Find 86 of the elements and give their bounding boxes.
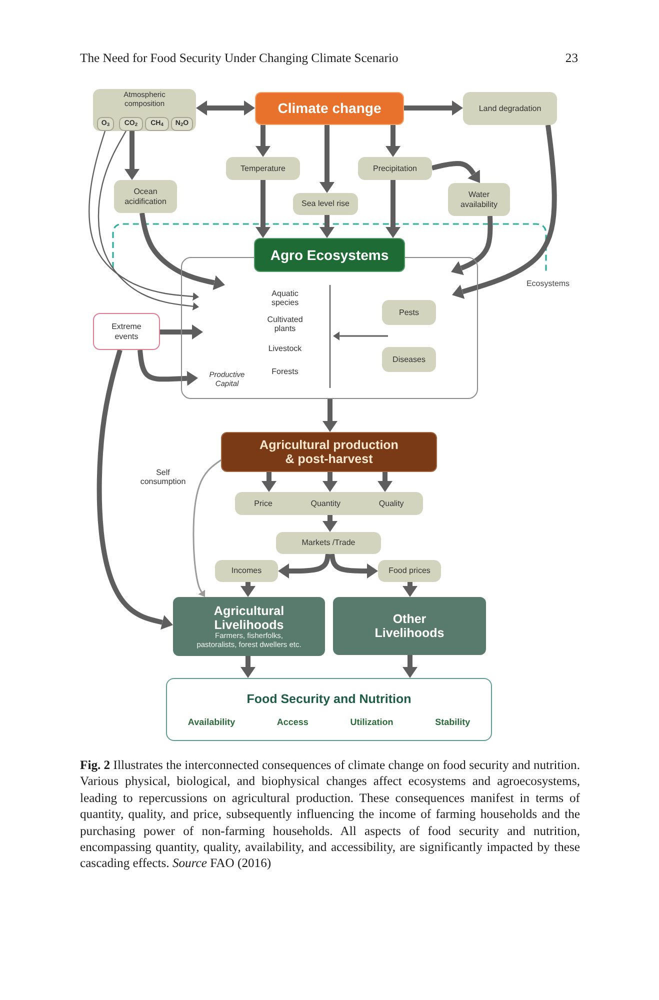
- arrow: [451, 216, 493, 276]
- node-label: Quantity: [310, 498, 341, 508]
- arrow: [386, 180, 400, 238]
- arrow: [96, 349, 173, 630]
- arrow: [320, 215, 334, 238]
- process-box: [93, 89, 196, 131]
- pillar-label: Availability: [188, 716, 236, 727]
- arrow: [240, 656, 256, 678]
- process-box: [215, 560, 278, 582]
- node-label: Pests: [398, 308, 419, 318]
- process-box: [358, 157, 432, 180]
- node-label: Precipitation: [372, 164, 418, 174]
- arrow: [256, 125, 270, 157]
- node-label: Food Security and Nutrition: [246, 692, 412, 707]
- node-label: Agricultural Livelihoods: [212, 604, 286, 632]
- gas-tag: [97, 117, 114, 131]
- process-box: [463, 92, 557, 125]
- arrow: [160, 324, 203, 340]
- process-box: [114, 180, 177, 213]
- arrow: [256, 180, 270, 238]
- region-label: Ecosystems: [525, 279, 571, 288]
- gas-tag: [171, 117, 193, 131]
- page-number: 23: [564, 51, 578, 66]
- arrow: [322, 515, 338, 532]
- process-box: [235, 492, 423, 515]
- arrow: [431, 160, 480, 183]
- node-label: Diseases: [392, 354, 426, 364]
- arrow: [404, 100, 463, 116]
- highlight-box: [221, 432, 437, 472]
- node-label: Sea level rise: [301, 199, 350, 209]
- process-box: [448, 183, 510, 216]
- node-label: Price: [254, 498, 272, 508]
- livelihood-box: [333, 597, 486, 655]
- node-label: Markets /Trade: [302, 538, 356, 548]
- arrow: [378, 472, 392, 492]
- arrow: [333, 332, 388, 340]
- node-label: Quality: [378, 498, 404, 508]
- pillar-label: Access: [276, 716, 308, 727]
- arrow: [402, 582, 418, 597]
- arrow: [124, 131, 140, 180]
- arrow: [140, 212, 225, 290]
- process-box: [226, 157, 300, 180]
- gas-tag: [145, 117, 169, 131]
- arrow: [240, 582, 256, 597]
- arrow: [138, 350, 198, 386]
- process-box: [378, 560, 441, 582]
- figure-caption: Fig. 2 Illustrates the interconnected consequences of climate change on food security and nutrition. Various physical, biological, and biophysical changes affect ecosystems and agroecosystems, leading to repercussions on agricultural production. These consequences manifest in terms of quantity, quality, and price, subsequently influencing the income of farming households and the purchasing power of non-farming households. All aspects of food security and nutrition, encompassing quantity, quality, availability, and accessibility, are significantly impacted by these cascading effects. Source FAO (2016): [80, 757, 580, 872]
- arrow: [278, 554, 330, 578]
- outcome-panel: [166, 678, 492, 741]
- node-label: Extreme events: [110, 322, 142, 341]
- process-box: [276, 532, 381, 554]
- arrow: [322, 399, 338, 432]
- arrow: [262, 472, 276, 492]
- node-label: Food prices: [388, 566, 430, 576]
- arrow: [386, 125, 400, 157]
- highlight-box: [254, 238, 405, 272]
- list-item: Aquatic species: [270, 289, 300, 308]
- process-box: [382, 300, 436, 325]
- node-label: Agricultural production & post-harvest: [258, 438, 400, 466]
- pillar-label: Utilization: [350, 716, 394, 727]
- node-label: Incomes: [231, 566, 262, 576]
- gas-tag: [119, 117, 143, 131]
- node-label: Climate change: [278, 100, 382, 117]
- highlight-box: [255, 92, 404, 125]
- livelihood-box: [173, 597, 325, 656]
- process-box: [293, 193, 358, 215]
- pillar-label: Stability: [435, 716, 470, 727]
- list-item: Forests: [270, 367, 300, 376]
- arrow: [192, 459, 222, 597]
- list-item: Livestock: [267, 344, 303, 354]
- node-label: Temperature: [240, 164, 286, 174]
- arrow: [330, 554, 378, 578]
- double-arrow: [196, 100, 255, 116]
- arrow: [322, 472, 338, 492]
- arrow: [452, 124, 557, 299]
- node-label: Land degradation: [478, 104, 542, 114]
- arrow: [320, 125, 334, 193]
- event-box: [93, 313, 160, 350]
- arrow: [402, 655, 418, 678]
- node-label: Agro Ecosystems: [270, 246, 389, 264]
- list-item: Cultivated plants: [266, 315, 304, 334]
- node-label: Other Livelihoods: [374, 612, 446, 640]
- running-header: The Need for Food Security Under Changing Climate Scenario: [80, 51, 400, 66]
- process-box: [382, 347, 436, 372]
- node-label: Ocean acidification: [124, 187, 168, 206]
- node-label: Water availability: [460, 190, 498, 209]
